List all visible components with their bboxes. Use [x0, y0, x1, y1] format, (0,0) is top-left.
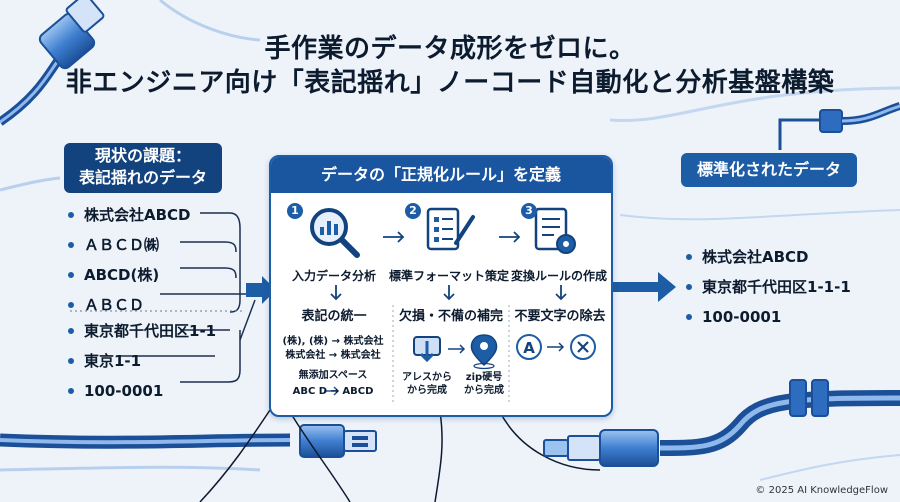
list-item: 株式会社ABCD [682, 242, 851, 272]
list-item: 100-0001 [64, 376, 216, 406]
step-label-2: 標準フォーマット策定 [389, 269, 510, 283]
step-label-3: 変換ルールの作成 [510, 269, 607, 283]
list-item: 東京1-1 [64, 346, 216, 376]
list-item: ABCD(株) [64, 260, 191, 290]
step-number-2: 2 [405, 203, 421, 219]
complete-item-2: zip硬号 から完成 [457, 371, 511, 397]
step-action-3: 不要文字の除去 [514, 309, 606, 324]
arrow-icon [324, 386, 340, 396]
step-label-1: 入力データ分析 [291, 269, 376, 283]
complete-item-1-line2: から完成 [407, 385, 447, 396]
complete-item-1: アレスから から完成 [399, 371, 455, 397]
arrow-icon [547, 342, 565, 352]
map-pin-icon [470, 334, 498, 370]
step-action-2: 欠損・不備の補完 [398, 309, 503, 324]
cable-icon [0, 0, 105, 126]
current-issue-heading-line1: 現状の課題： [94, 146, 191, 165]
step-number-3: 3 [521, 203, 537, 219]
letter-a-cycle-icon: A [516, 334, 542, 360]
cable-icon [543, 379, 900, 467]
cable-icon [778, 102, 900, 150]
svg-text:A: A [523, 339, 535, 357]
address-variant-list: 東京都千代田区1-1 東京1-1 100-0001 [64, 316, 216, 406]
bracket-lines [120, 212, 256, 383]
card-graphics: A [310, 207, 596, 405]
arrow-icon [383, 231, 521, 243]
company-variant-list: 株式会社ABCD ＡＢＣＤ㈱ ABCD(株) ＡＢＣＤ [64, 200, 191, 320]
rule-line: 株式会社 → 株式会社 [285, 350, 381, 361]
list-item: ＡＢＣＤ [64, 290, 191, 320]
page-title-line1: 手作業のデータ成形をゼロに。 [264, 34, 636, 64]
chat-down-icon [413, 336, 441, 363]
arrow-icon [330, 285, 567, 301]
copyright: © 2025 AI KnowledgeFlow [755, 485, 888, 496]
page-title-line2: 非エンジニア向け「表記揺れ」ノーコード自動化と分析基盤構築 [65, 68, 835, 98]
list-item: 東京都千代田区1-1 [64, 316, 216, 346]
arrow-icon [612, 272, 676, 302]
checklist-pen-icon [426, 207, 475, 251]
rule-line: 無添加スペース [298, 370, 368, 381]
complete-item-1-line1: アレスから [402, 372, 452, 383]
complete-item-2-line1: zip硬号 [465, 372, 503, 383]
list-item: 株式会社ABCD [64, 200, 191, 230]
arrow-icon [448, 344, 466, 354]
normalization-rule-card: データの「正規化ルール」を定義 [269, 155, 613, 417]
checklist-gear-icon [534, 207, 576, 254]
rule-line: ABC D → ABCD [292, 386, 374, 397]
step-action-1: 表記の統一 [301, 309, 367, 324]
list-item: ＡＢＣＤ㈱ [64, 230, 191, 260]
magnifier-chart-icon [310, 208, 360, 258]
rule-line: (株), (株) → 株式会社 [282, 336, 384, 347]
list-item: 東京都千代田区1-1-1 [682, 272, 851, 302]
x-cycle-icon [570, 334, 596, 360]
step-number-1: 1 [287, 203, 303, 219]
current-issue-heading: 現状の課題： 表記揺れのデータ [64, 143, 222, 193]
cable-icon [0, 424, 377, 458]
current-issue-heading-line2: 表記揺れのデータ [78, 168, 207, 187]
standardized-data-heading: 標準化されたデータ [681, 153, 857, 187]
standardized-data-list: 株式会社ABCD 東京都千代田区1-1-1 100-0001 [682, 242, 851, 332]
card-heading: データの「正規化ルール」を定義 [271, 157, 611, 193]
complete-item-2-line2: から完成 [464, 385, 504, 396]
list-item: 100-0001 [682, 302, 851, 332]
